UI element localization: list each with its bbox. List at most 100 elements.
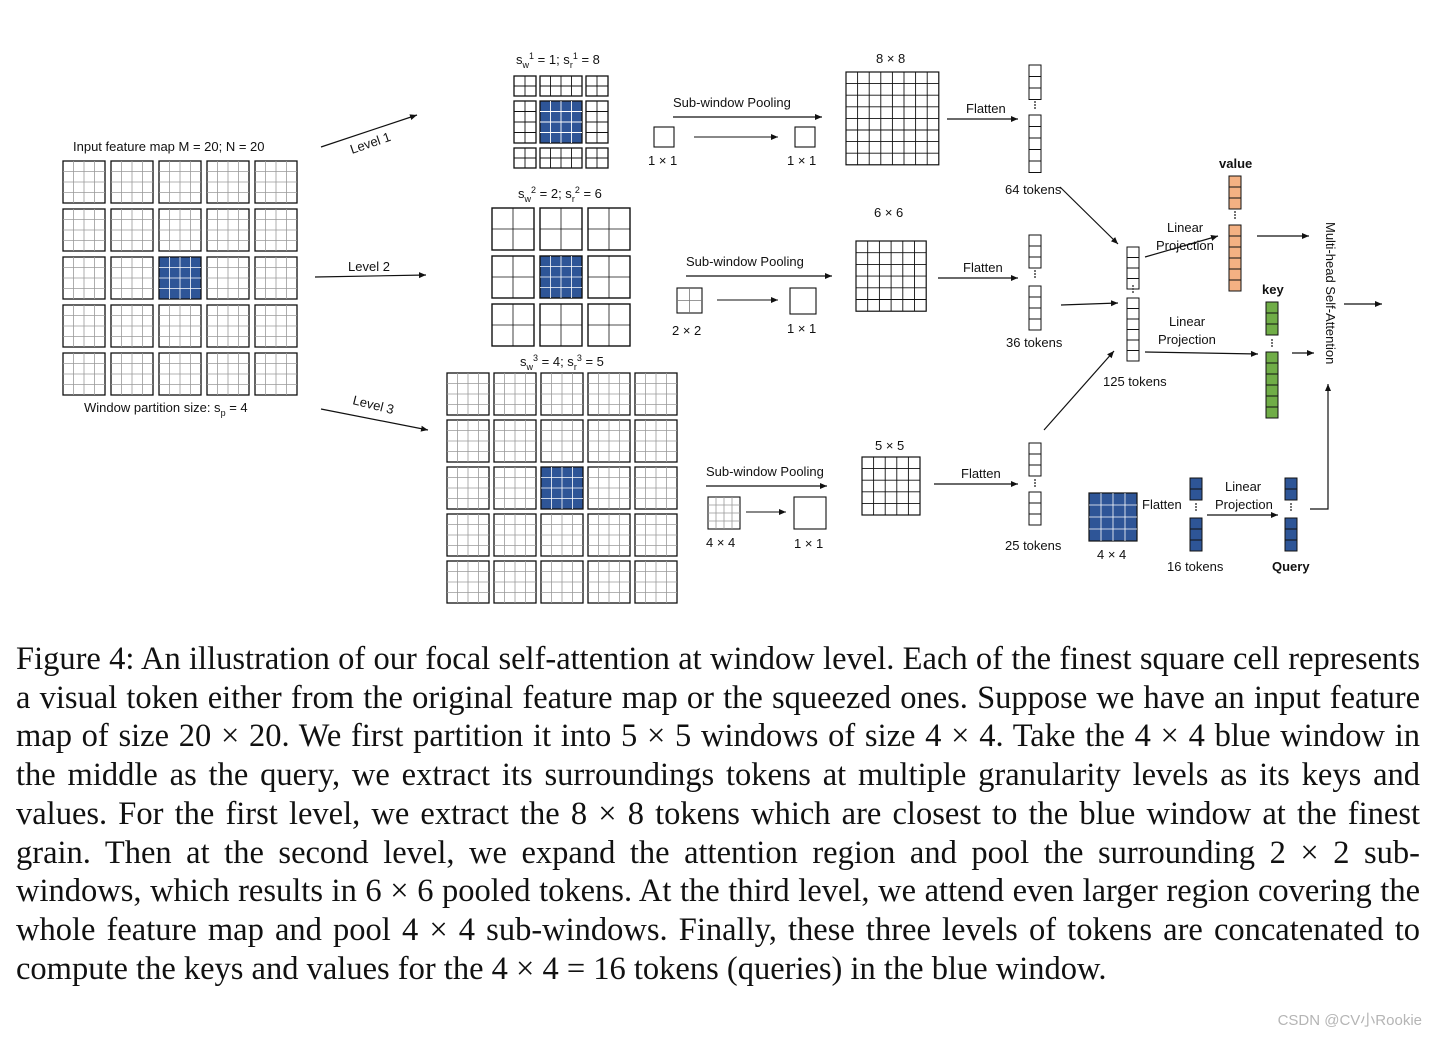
query-token: [1284, 517, 1298, 530]
level-2-arrow: [314, 272, 427, 279]
token-cell: [1028, 87, 1042, 100]
input-feature-map-title: Input feature map M = 20; N = 20: [73, 139, 265, 154]
pooled-map-l2-size: 6 × 6: [874, 205, 903, 220]
key-ellipsis: [1271, 339, 1273, 341]
value-ellipsis: [1234, 217, 1236, 219]
token-ellipsis: [1132, 285, 1134, 287]
linear-projection-value-2: Projection: [1156, 238, 1214, 253]
tokens-25-label: 25 tokens: [1005, 538, 1062, 553]
linear-projection-key-1: Linear: [1169, 314, 1206, 329]
level-3-arrow: [320, 408, 429, 432]
sub-window-pooling-label-3: Sub-window Pooling: [706, 464, 824, 479]
query-ellipsis: [1195, 503, 1197, 505]
token-ellipsis: [1034, 270, 1036, 272]
key-token: [1265, 395, 1279, 408]
sub-window-pooling-label-1: Sub-window Pooling: [673, 95, 791, 110]
token-cell: [1126, 329, 1140, 341]
pool-size-l2-in: 2 × 2: [672, 323, 701, 338]
token-cell: [1028, 137, 1042, 150]
token-cell: [1126, 308, 1140, 320]
value-token: [1228, 224, 1242, 237]
flatten-label-query: Flatten: [1142, 497, 1182, 512]
query-flat-token: [1189, 539, 1203, 552]
pool-size-l3-in: 4 × 4: [706, 535, 735, 550]
level-3-label: Level 3: [351, 392, 395, 417]
value-token: [1228, 197, 1242, 210]
query-ellipsis: [1195, 509, 1197, 511]
key-projection-arrow: [1144, 350, 1259, 357]
token-cell: [1028, 160, 1042, 173]
token-cell: [1126, 267, 1140, 279]
query-flat-token: [1189, 517, 1203, 530]
key-token: [1265, 312, 1279, 325]
token-cell: [1028, 453, 1042, 466]
linear-projection-query-1: Linear: [1225, 479, 1262, 494]
tokens-36-label: 36 tokens: [1006, 335, 1063, 350]
flatten-label-2: Flatten: [963, 260, 1003, 275]
token-cell: [1028, 285, 1042, 298]
tokens-16-label: 16 tokens: [1167, 559, 1224, 574]
query-flat-token: [1189, 477, 1203, 490]
key-label: key: [1262, 282, 1284, 297]
query-flat-token: [1189, 528, 1203, 541]
token-cell: [1126, 297, 1140, 309]
value-token: [1228, 246, 1242, 259]
flatten-label-3: Flatten: [961, 466, 1001, 481]
window-partition-label: Window partition size: sp = 4: [84, 400, 248, 418]
query-token: [1284, 488, 1298, 501]
query-window-size: 4 × 4: [1097, 547, 1126, 562]
token-cell: [1028, 296, 1042, 309]
token-cell: [1028, 307, 1042, 320]
level-3-params: sw3 = 4; sr3 = 5: [520, 353, 604, 372]
token-ellipsis: [1034, 107, 1036, 109]
value-projection-arrow: [1144, 235, 1219, 258]
value-label: value: [1219, 156, 1252, 171]
pooled-map-l3-size: 5 × 5: [875, 438, 904, 453]
token-ellipsis: [1034, 276, 1036, 278]
pool-l3-out-box: [793, 496, 827, 530]
linear-projection-value-1: Linear: [1167, 220, 1204, 235]
linear-projection-key-2: Projection: [1158, 332, 1216, 347]
query-ellipsis: [1290, 506, 1292, 508]
pool-l1-out-box: [794, 126, 816, 148]
query-token: [1284, 528, 1298, 541]
query-to-attention-arrow: [1310, 384, 1331, 510]
value-ellipsis: [1234, 211, 1236, 213]
token-cell: [1028, 464, 1042, 477]
concat-arrow-2: [1060, 300, 1119, 307]
value-token: [1228, 279, 1242, 292]
pool-size-l3-out: 1 × 1: [794, 536, 823, 551]
value-token: [1228, 235, 1242, 248]
token-ellipsis: [1034, 273, 1036, 275]
token-cell: [1028, 318, 1042, 331]
pool-l2-out-box: [789, 287, 817, 315]
sub-window-pooling-label-2: Sub-window Pooling: [686, 254, 804, 269]
token-ellipsis: [1034, 104, 1036, 106]
flatten-label-1: Flatten: [966, 101, 1006, 116]
token-ellipsis: [1034, 479, 1036, 481]
value-ellipsis: [1234, 214, 1236, 216]
level-1-arrow: [320, 114, 418, 148]
linear-projection-query-2: Projection: [1215, 497, 1273, 512]
token-cell: [1126, 339, 1140, 351]
query-ellipsis: [1290, 509, 1292, 511]
token-cell: [1028, 491, 1042, 504]
token-cell: [1028, 234, 1042, 247]
key-token: [1265, 323, 1279, 336]
level-1-params: sw1 = 1; sr1 = 8: [516, 51, 600, 70]
token-ellipsis: [1034, 101, 1036, 103]
query-label: Query: [1272, 559, 1310, 574]
multi-head-self-attention-label: Multi-head Self-Attention: [1323, 222, 1338, 364]
focal-attention-diagram: Input feature map M = 20; N = 20 Window …: [62, 51, 1382, 604]
value-token: [1228, 268, 1242, 281]
token-cell: [1126, 257, 1140, 269]
key-ellipsis: [1271, 345, 1273, 347]
level-2-params: sw2 = 2; sr2 = 6: [518, 185, 602, 204]
token-cell: [1028, 256, 1042, 269]
key-token: [1265, 406, 1279, 419]
token-cell: [1126, 278, 1140, 290]
tokens-125-label: 125 tokens: [1103, 374, 1167, 389]
key-ellipsis: [1271, 342, 1273, 344]
pooled-map-l1-size: 8 × 8: [876, 51, 905, 66]
token-ellipsis: [1132, 291, 1134, 293]
